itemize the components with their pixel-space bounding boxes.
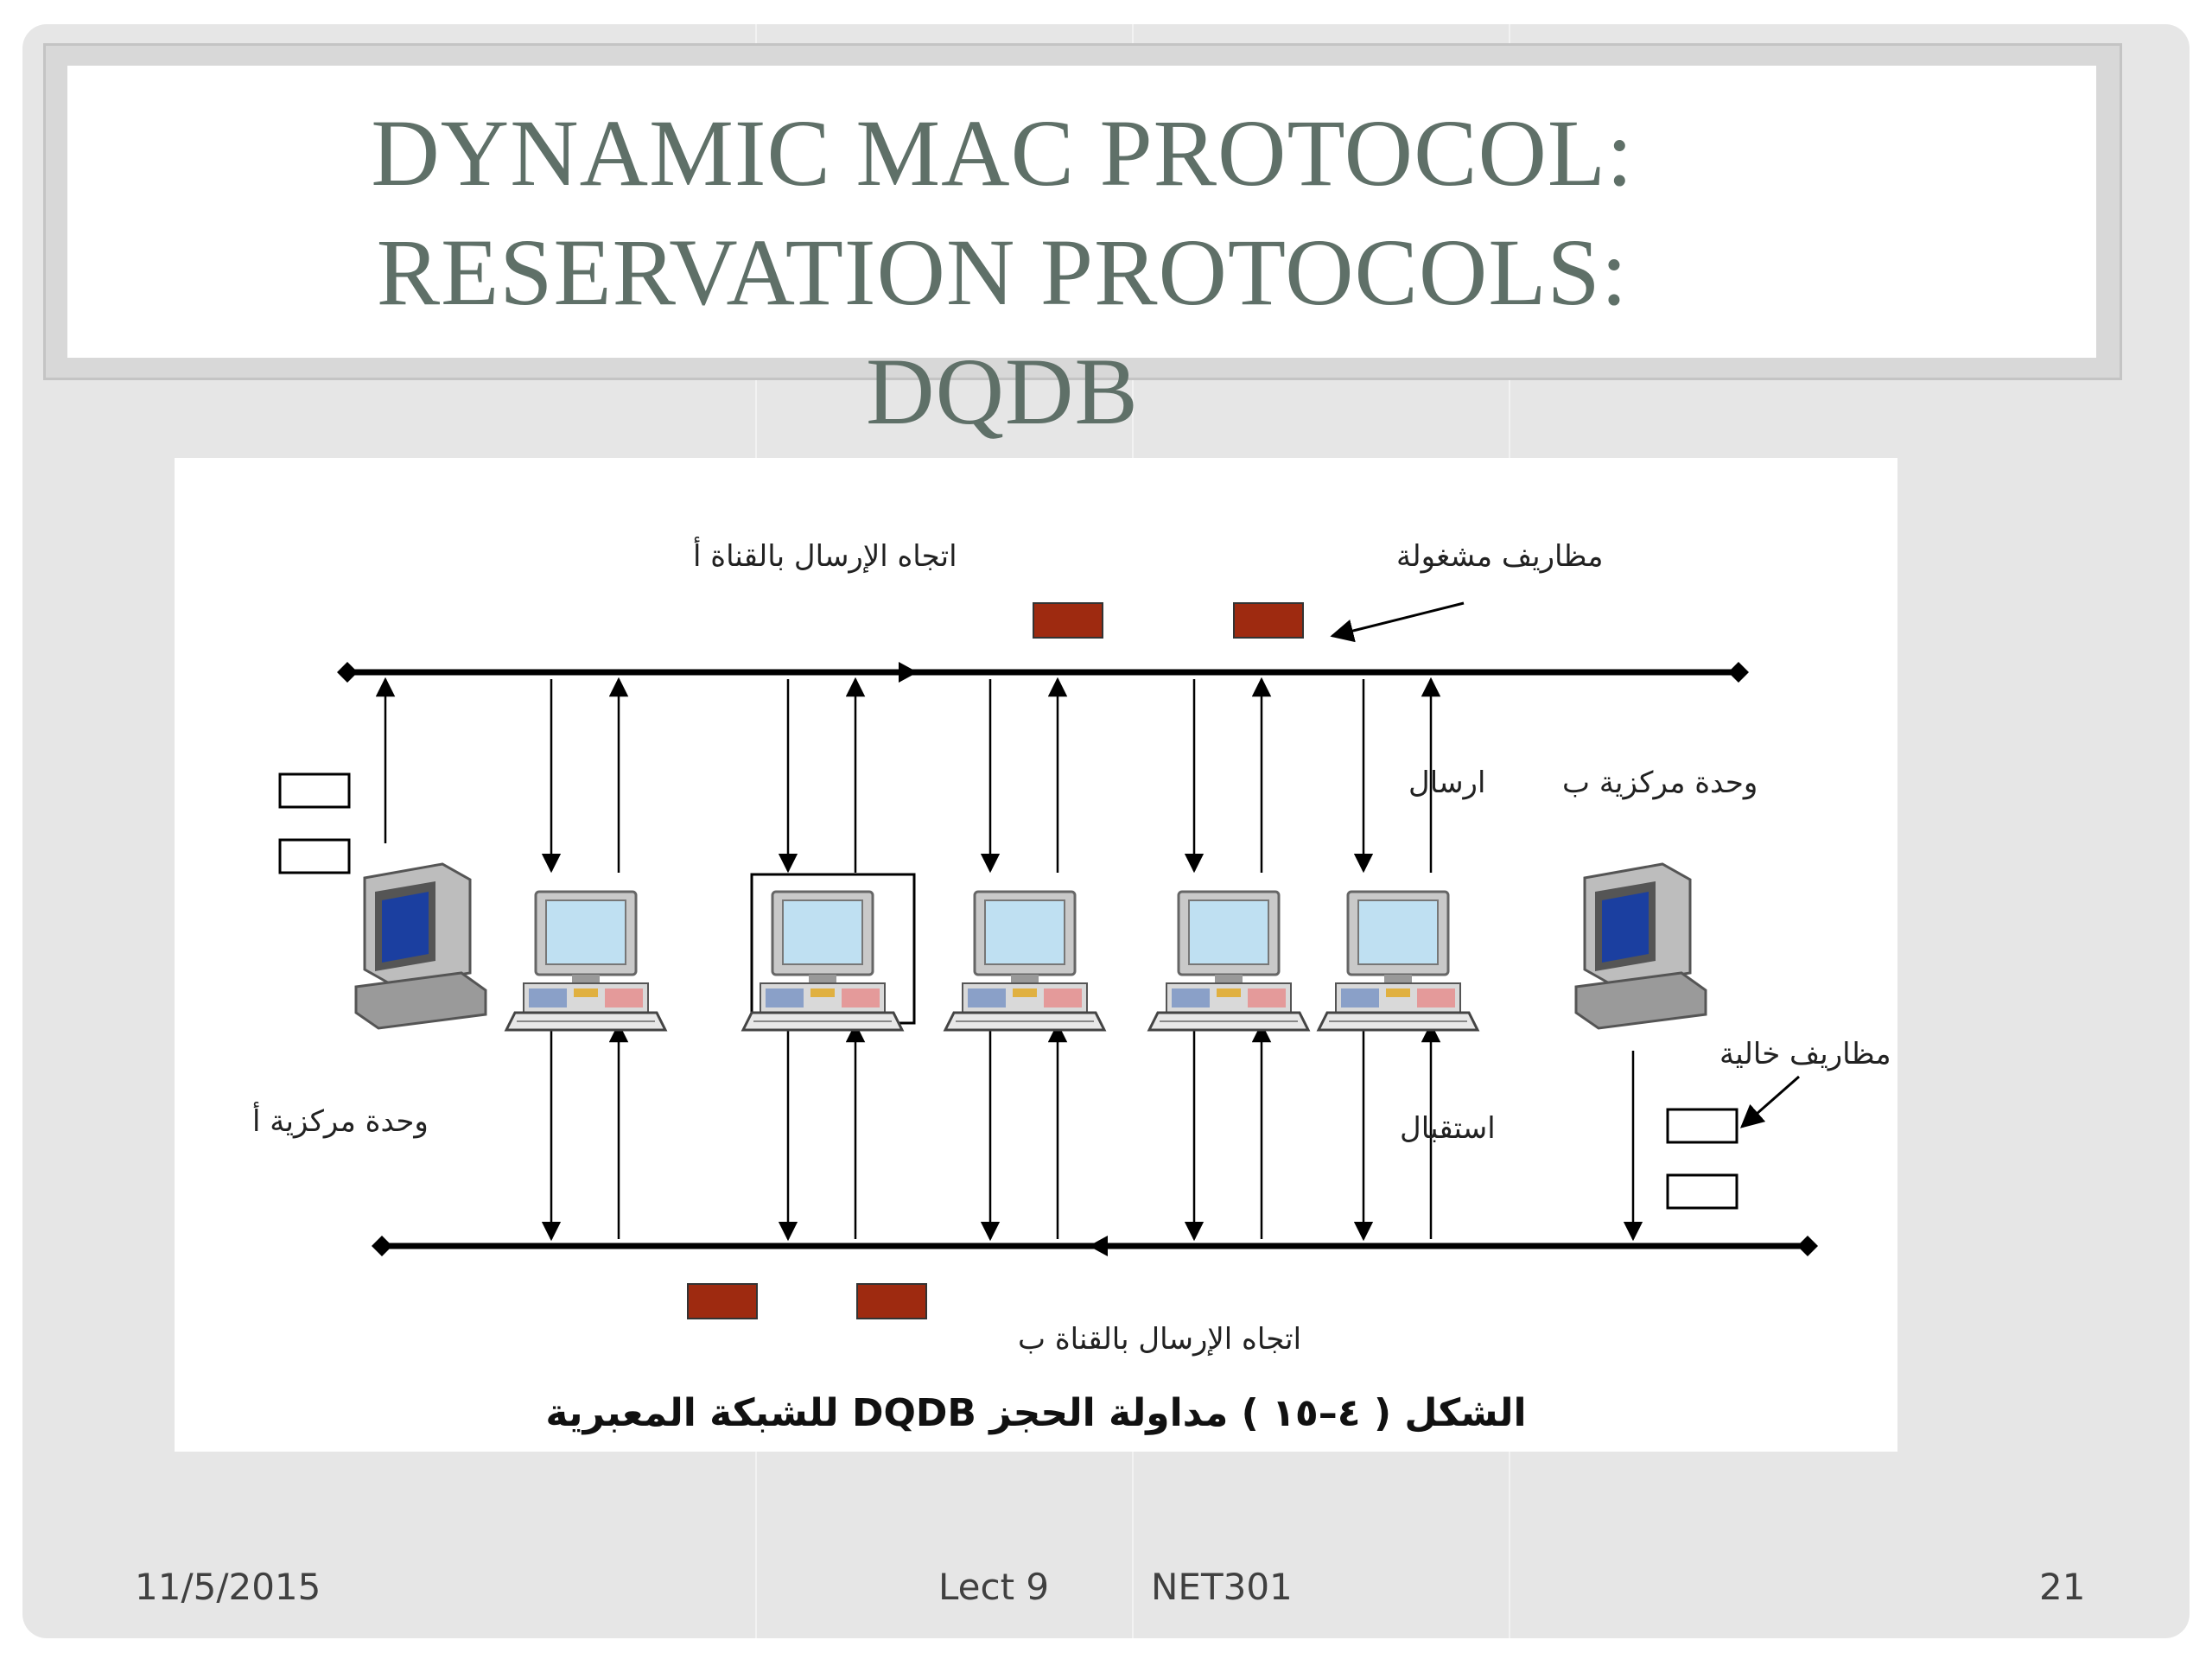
title-line-1: DYNAMIC MAC PROTOCOL: [371, 100, 1634, 206]
footer-page-number: 21 [2039, 1566, 2086, 1608]
dqdb-figure: اتجاه الإرسال بالقناة أ مظاريف مشغولة ار… [175, 458, 1897, 1452]
central-unit-a-icon [354, 862, 487, 1030]
label-direction-a: اتجاه الإرسال بالقناة أ [693, 539, 957, 574]
figure-caption: الشكل ( ٤–١٥ ) مداولة الحجز DQDB للشبكة … [545, 1391, 1527, 1435]
station-computer-icon [1317, 890, 1479, 1032]
station-computer-icon [741, 890, 904, 1032]
label-receive: استقبال [1400, 1111, 1496, 1146]
label-send: ارسال [1408, 766, 1486, 800]
label-busy-slots: مظاريف مشغولة [1396, 539, 1604, 574]
footer-lecture: Lect 9 [938, 1566, 1050, 1608]
title-box [67, 66, 2096, 358]
bus-a-direction-arrow [899, 662, 918, 683]
busy-slot [1033, 602, 1103, 639]
label-empty-slots: مظاريف خالية [1719, 1037, 1891, 1071]
footer-date: 11/5/2015 [135, 1566, 321, 1608]
title-line-3: DQDB [866, 339, 1139, 444]
slide-title: DYNAMIC MAC PROTOCOL: RESERVATION PROTOC… [285, 93, 1719, 451]
busy-slot [856, 1283, 927, 1319]
bus-b-end-left [372, 1236, 392, 1256]
station-links [541, 677, 1441, 1242]
station-computer-icon [1147, 890, 1310, 1032]
busy-slot-pointer [1330, 601, 1465, 643]
empty-slot [278, 838, 351, 874]
bus-b-end-right [1797, 1236, 1818, 1256]
central-unit-b-icon [1574, 862, 1707, 1030]
bus-a-end-right [1728, 662, 1749, 683]
bus-a-end-left [337, 662, 358, 683]
empty-slot-pointer [1739, 1075, 1800, 1128]
station-computer-icon [505, 890, 667, 1032]
empty-slot [1666, 1173, 1738, 1210]
label-central-b: وحدة مركزية ب [1562, 766, 1758, 800]
footer-course: NET301 [1151, 1566, 1293, 1608]
title-line-2: RESERVATION PROTOCOLS: [376, 219, 1629, 325]
empty-slot [1666, 1108, 1738, 1144]
label-direction-b: اتجاه الإرسال بالقناة ب [1018, 1322, 1302, 1357]
busy-slot [687, 1283, 758, 1319]
empty-slot [278, 772, 351, 809]
label-central-a: وحدة مركزية أ [252, 1104, 429, 1139]
station-computer-icon [944, 890, 1106, 1032]
dqdb-diagram [278, 601, 1818, 1319]
bus-b-direction-arrow [1089, 1236, 1108, 1256]
busy-slot [1233, 602, 1304, 639]
